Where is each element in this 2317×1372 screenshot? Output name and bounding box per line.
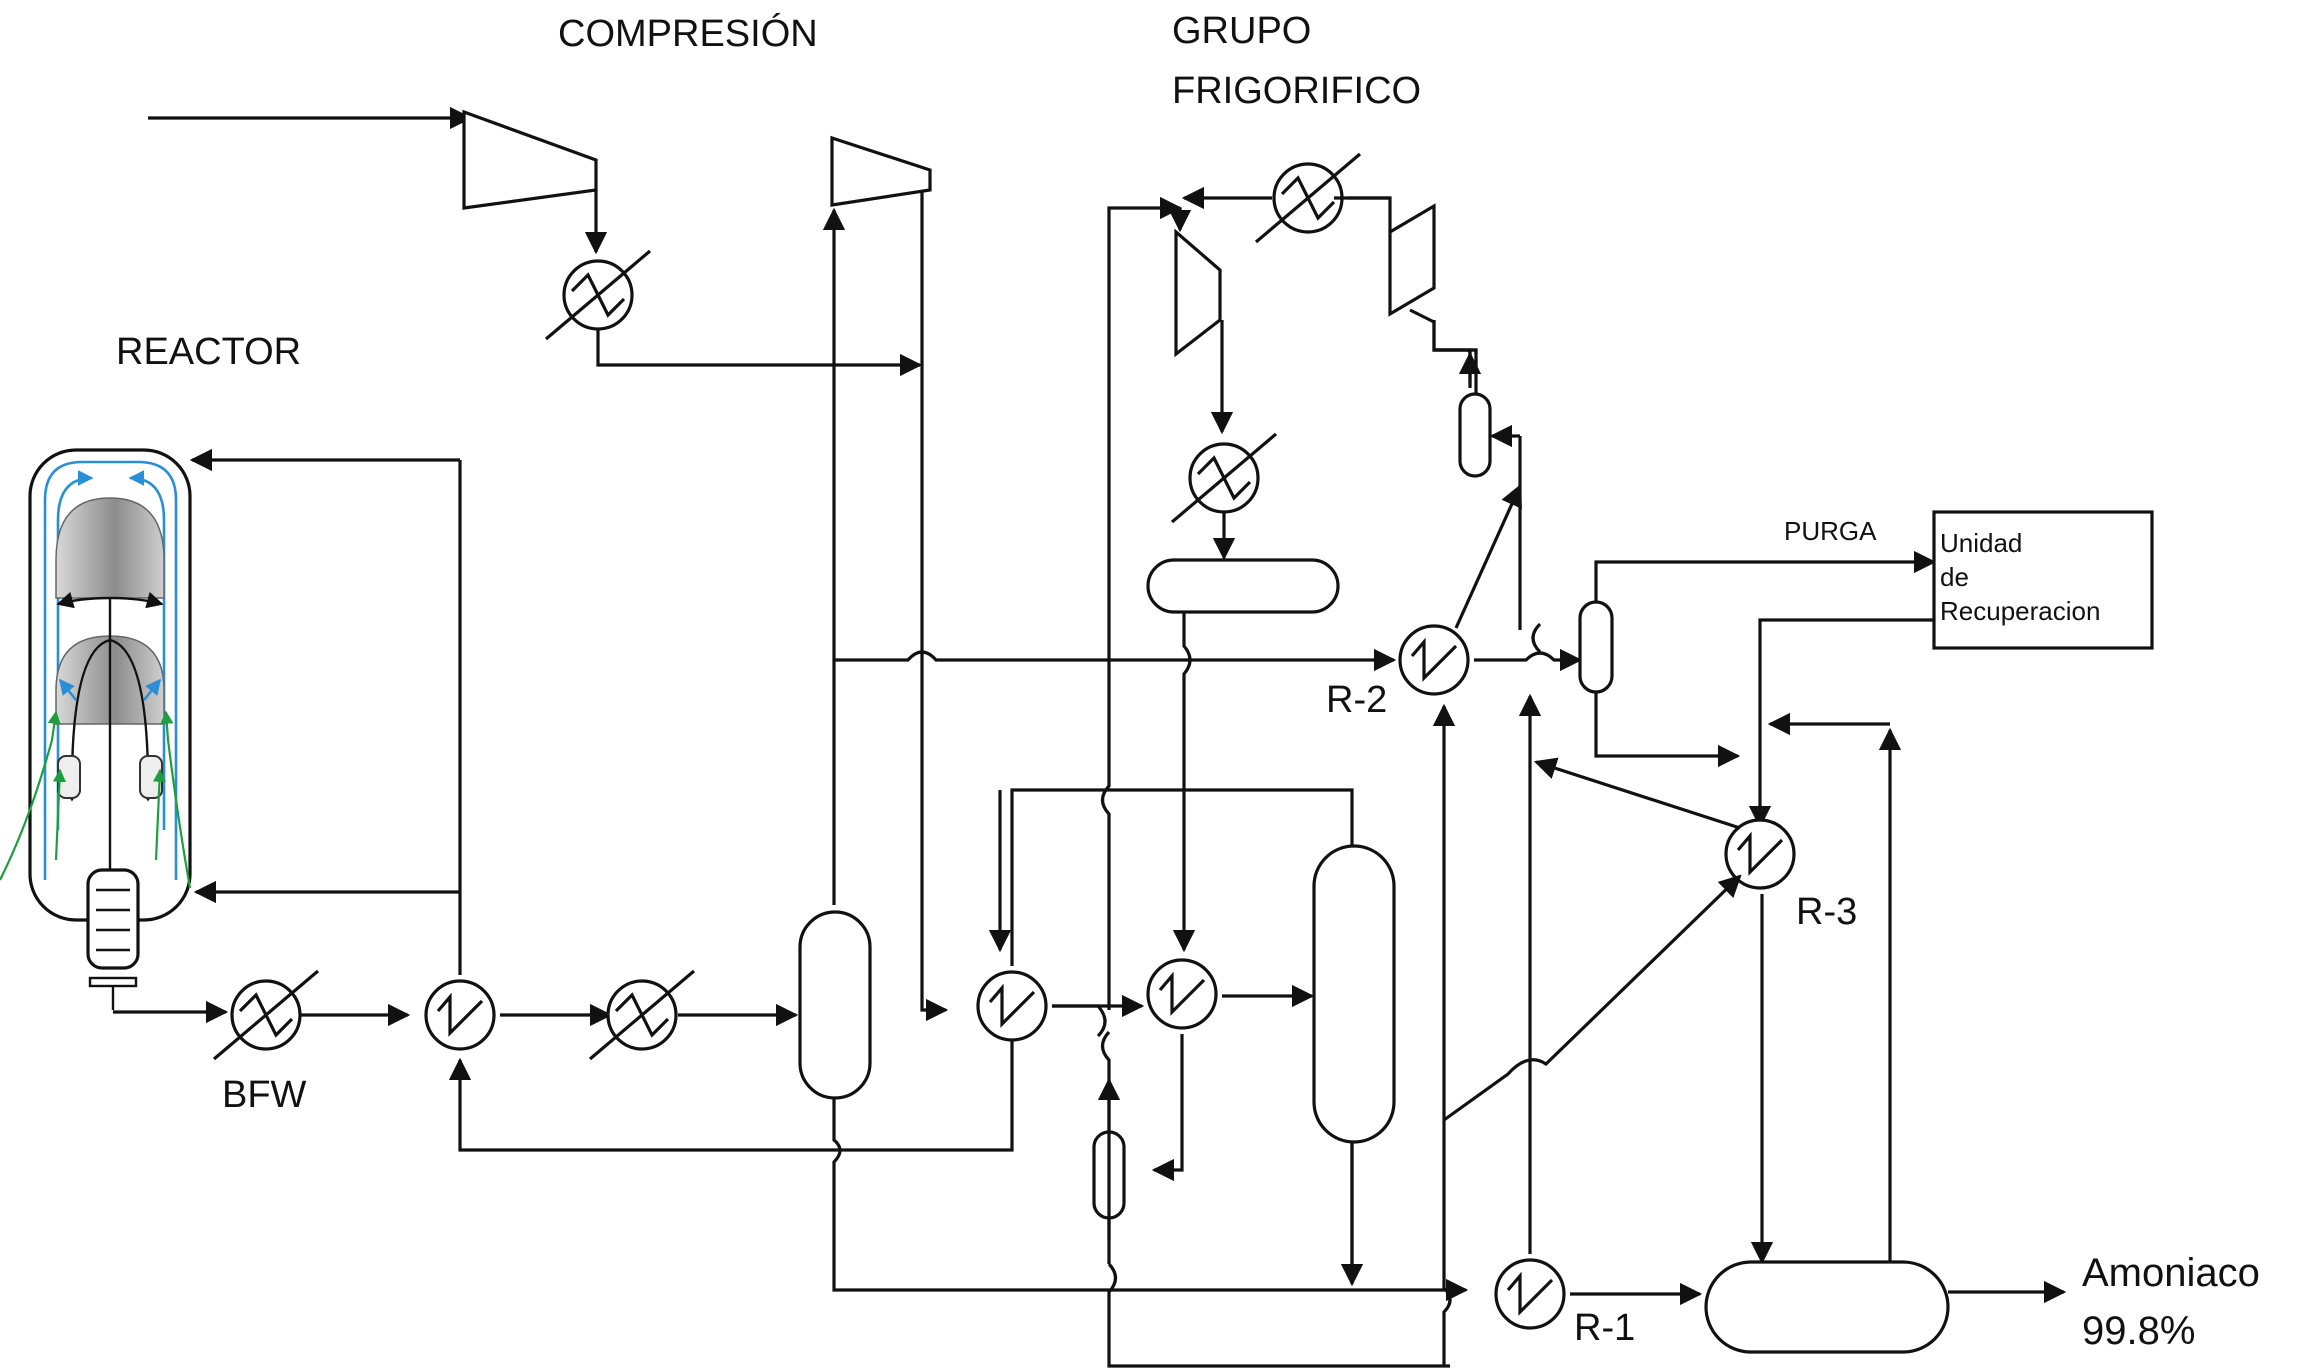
recovery-label-3: Recuperacion — [1940, 596, 2100, 626]
r1-label: R-1 — [1574, 1307, 1635, 1349]
recovery-unit: Unidad de Recuperacion — [1932, 510, 2154, 650]
ammonia-reactor — [0, 448, 192, 1010]
refrigerant-receiver — [1146, 558, 1340, 614]
compressor-intercooler — [544, 249, 652, 341]
purge-drum — [1578, 600, 1614, 694]
purge-label: PURGA — [1784, 516, 1877, 546]
primary-separator — [798, 910, 872, 1100]
refrigerant-suction-drum — [1458, 392, 1492, 478]
product-label: Amoniaco — [2082, 1251, 2260, 1295]
refrigerant-exchanger-r2 — [1398, 624, 1470, 696]
compressor-1 — [462, 109, 598, 210]
refrigeration-title-line2: FRIGORIFICO — [1172, 70, 1421, 112]
ammonia-chiller — [1146, 958, 1218, 1030]
refrigerant-condenser — [1170, 432, 1278, 524]
r3-label: R-3 — [1796, 891, 1857, 933]
compression-title: COMPRESIÓN — [558, 12, 818, 55]
refrigeration-compressor-1 — [1174, 228, 1222, 358]
bfw-label: BFW — [222, 1074, 307, 1116]
refrigeration-title-line1: GRUPO — [1172, 10, 1311, 52]
product-purity: 99.8% — [2082, 1309, 2195, 1353]
cold-separator — [1312, 844, 1396, 1144]
feed-effluent-exchanger — [424, 979, 496, 1051]
recovery-label-2: de — [1940, 562, 1969, 592]
product-exchanger-r1 — [1494, 1258, 1566, 1330]
r2-label: R-2 — [1326, 679, 1387, 721]
reactor-title: REACTOR — [116, 331, 301, 373]
ammonia-product-drum — [1704, 1260, 1950, 1354]
gas-gas-exchanger — [976, 970, 1048, 1042]
recovery-label-1: Unidad — [1940, 528, 2022, 558]
compressor-2 — [830, 135, 932, 207]
refrigeration-compressor-2 — [1388, 203, 1436, 317]
